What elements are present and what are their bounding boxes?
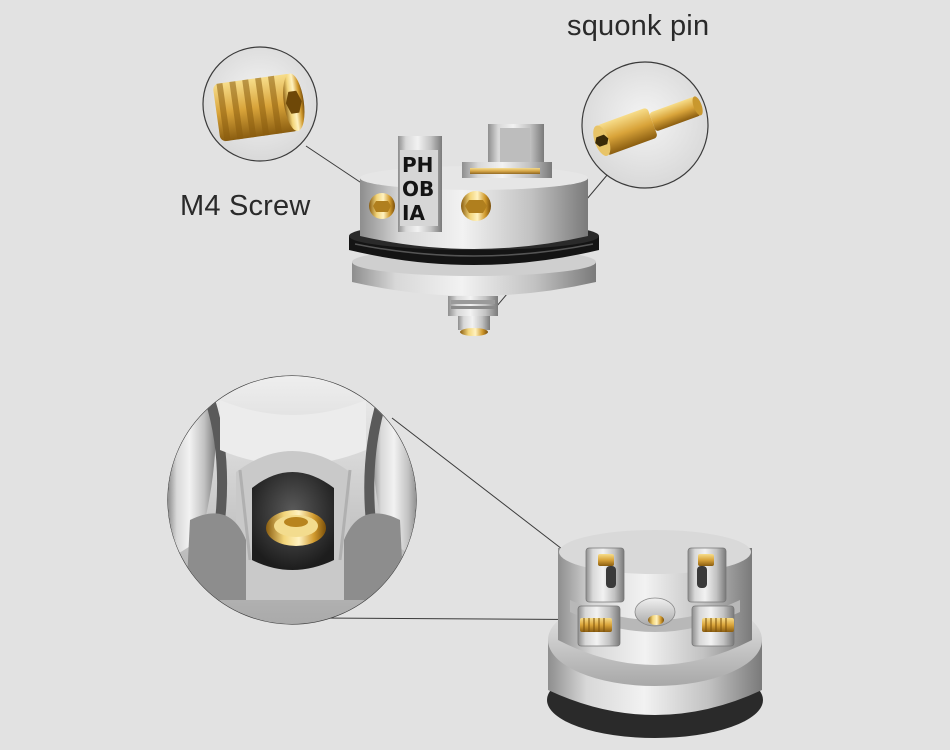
m4-screw-callout	[202, 46, 318, 162]
post-screw	[461, 191, 491, 221]
m4-screw	[369, 193, 395, 219]
logo-line-2: OB	[402, 177, 434, 201]
squonk-pin-label: squonk pin	[567, 10, 710, 42]
squonk-pin-callout	[581, 61, 709, 189]
m4-screw-label: M4 Screw	[180, 190, 311, 222]
logo-line-1: PH	[402, 153, 433, 177]
rda-deck-side-view: PH OB IA	[349, 124, 599, 336]
logo-line-3: IA	[402, 201, 425, 225]
rda-deck-top-view	[547, 530, 763, 738]
squonk-hole-zoom-callout	[167, 375, 417, 625]
deck-logo: PH OB IA	[400, 150, 438, 226]
